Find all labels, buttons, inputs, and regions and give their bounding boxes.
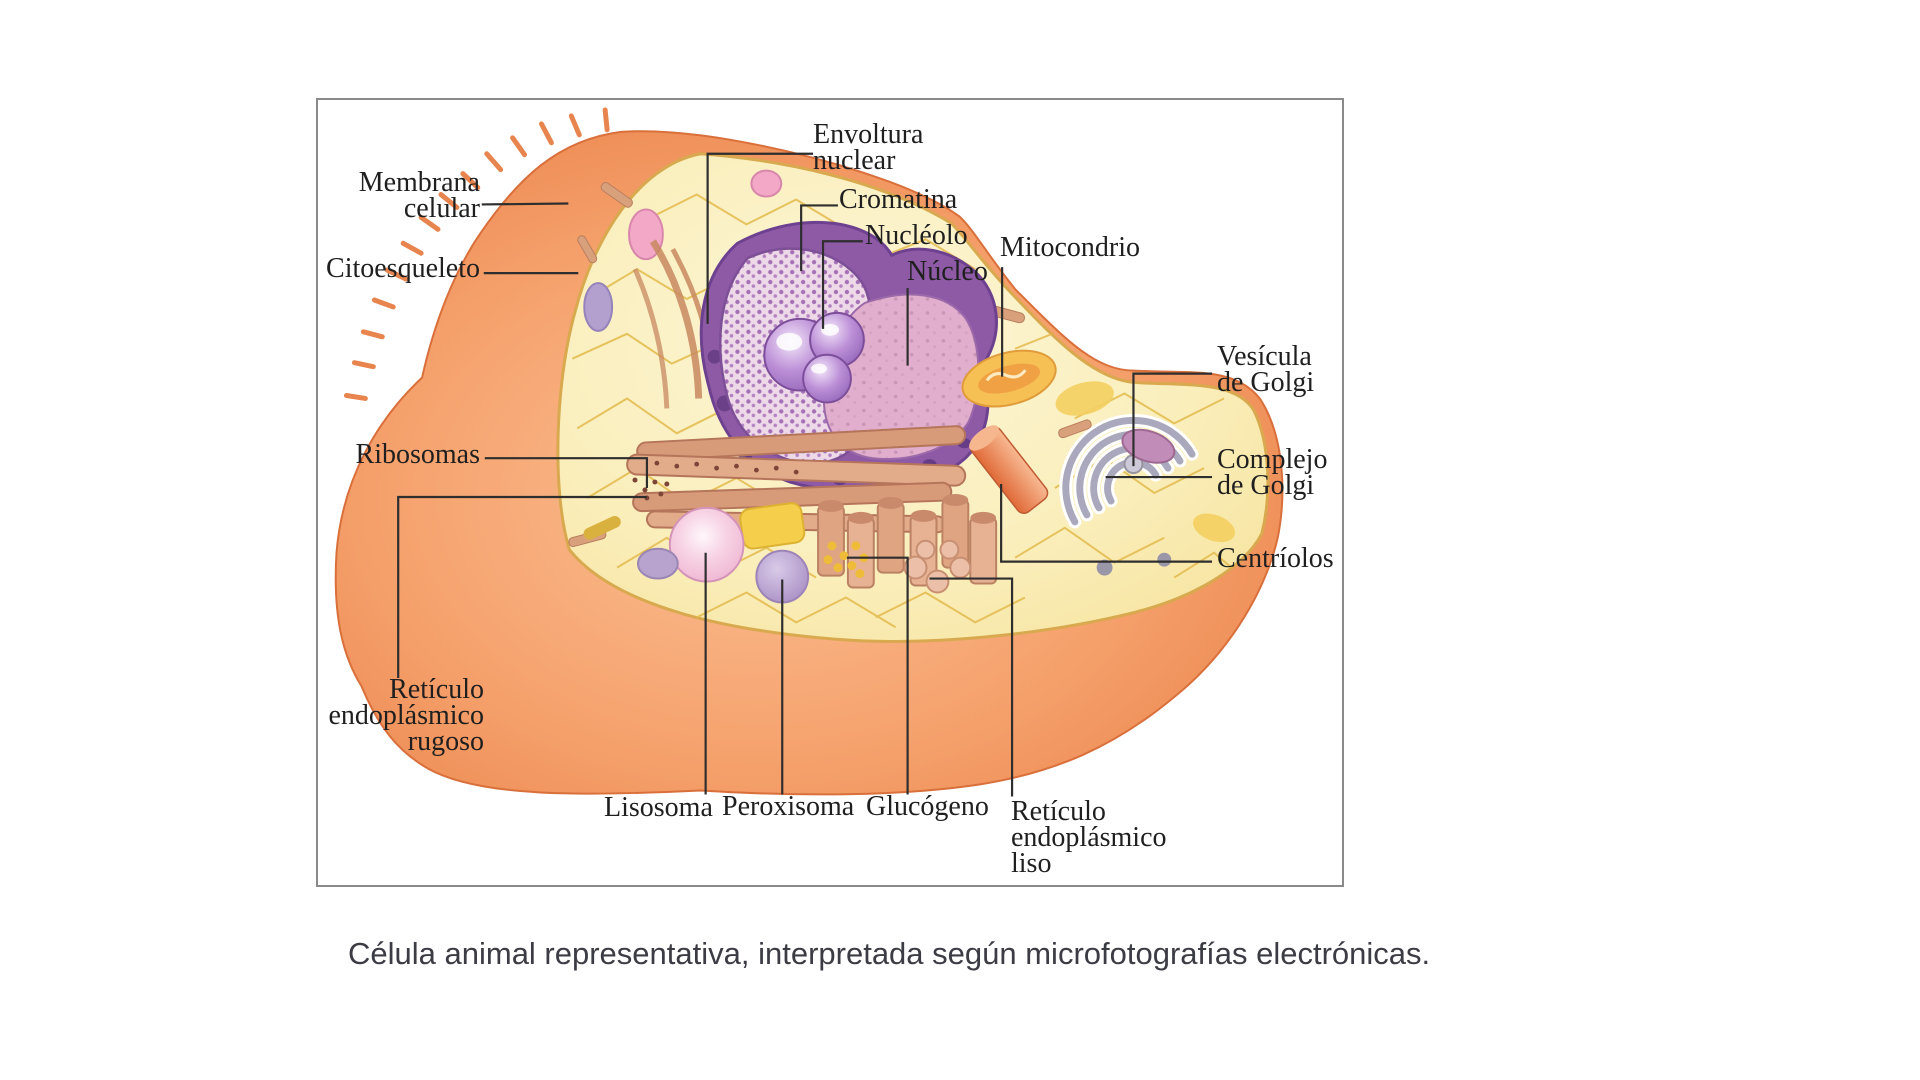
leader-nucleolo xyxy=(821,240,863,329)
label-reticulo-endoplasmico-liso: Retículo endoplásmico liso xyxy=(1011,796,1167,879)
leader-ribosomas xyxy=(484,457,649,489)
nucleus xyxy=(699,220,998,493)
vesicle-blobs xyxy=(568,169,1236,548)
leader-envoltura-nuclear xyxy=(706,152,814,324)
golgi-vesicle xyxy=(1096,559,1113,576)
golgi-vesicle xyxy=(1157,552,1172,567)
label-peroxisoma: Peroxisoma xyxy=(722,791,855,822)
label-membrana-celular: Membrana celular xyxy=(358,167,480,224)
leader-vesicula-de-golgi xyxy=(1132,372,1213,467)
centriole xyxy=(969,425,1049,514)
microvilli-spikes xyxy=(343,107,610,401)
leader-membrana-celular xyxy=(481,202,569,206)
label-mitocondrio: Mitocondrio xyxy=(1000,232,1140,263)
label-nucleolo: Nucléolo xyxy=(865,220,968,251)
glycogen xyxy=(739,502,869,579)
er-lamellae xyxy=(649,239,703,399)
mitochondrion xyxy=(961,349,1057,408)
leader-glucogeno xyxy=(846,556,909,795)
label-complejo-de-golgi: Complejo de Golgi xyxy=(1217,444,1328,501)
label-vesicula-de-golgi: Vesícula de Golgi xyxy=(1217,341,1315,398)
tan-rod xyxy=(600,182,633,208)
label-citoesqueleto: Citoesqueleto xyxy=(326,253,480,284)
figure-frame xyxy=(316,98,1344,887)
label-centriolos: Centríolos xyxy=(1217,543,1334,574)
er-lamellae xyxy=(632,268,670,409)
lavender-vesicle xyxy=(583,282,614,332)
label-reticulo-endoplasmico-rugoso: Retículo endoplásmico rugoso xyxy=(328,674,484,757)
nucleolus xyxy=(763,311,865,404)
purple-organelle xyxy=(1121,428,1176,464)
tan-rod xyxy=(577,235,598,264)
ribosome-dots xyxy=(632,460,799,501)
yellow-patch xyxy=(1055,381,1114,416)
lavender-vesicle xyxy=(636,547,679,580)
leader-lines xyxy=(397,152,1213,797)
label-envoltura-nuclear: Envoltura nuclear xyxy=(813,119,924,176)
leader-cromatina xyxy=(800,204,838,272)
gold-rod xyxy=(583,515,621,540)
label-cromatina: Cromatina xyxy=(839,184,958,215)
leader-reticulo-rugoso xyxy=(397,495,647,679)
envelope-speckle xyxy=(707,349,722,364)
pink-vesicle xyxy=(750,169,783,198)
label-lisosoma: Lisosoma xyxy=(604,792,713,823)
golgi-complex xyxy=(1059,413,1199,576)
label-nucleo: Núcleo xyxy=(907,256,988,287)
cell-illustration xyxy=(334,107,1284,797)
leader-reticulo-liso xyxy=(929,577,1014,797)
figure-caption: Célula animal representativa, interpreta… xyxy=(348,936,1431,971)
label-glucogeno: Glucógeno xyxy=(866,791,989,822)
tan-rod xyxy=(1058,419,1092,439)
label-ribosomas: Ribosomas xyxy=(355,439,480,470)
yellow-patch xyxy=(1193,513,1236,543)
leader-centriolos xyxy=(1000,484,1213,563)
